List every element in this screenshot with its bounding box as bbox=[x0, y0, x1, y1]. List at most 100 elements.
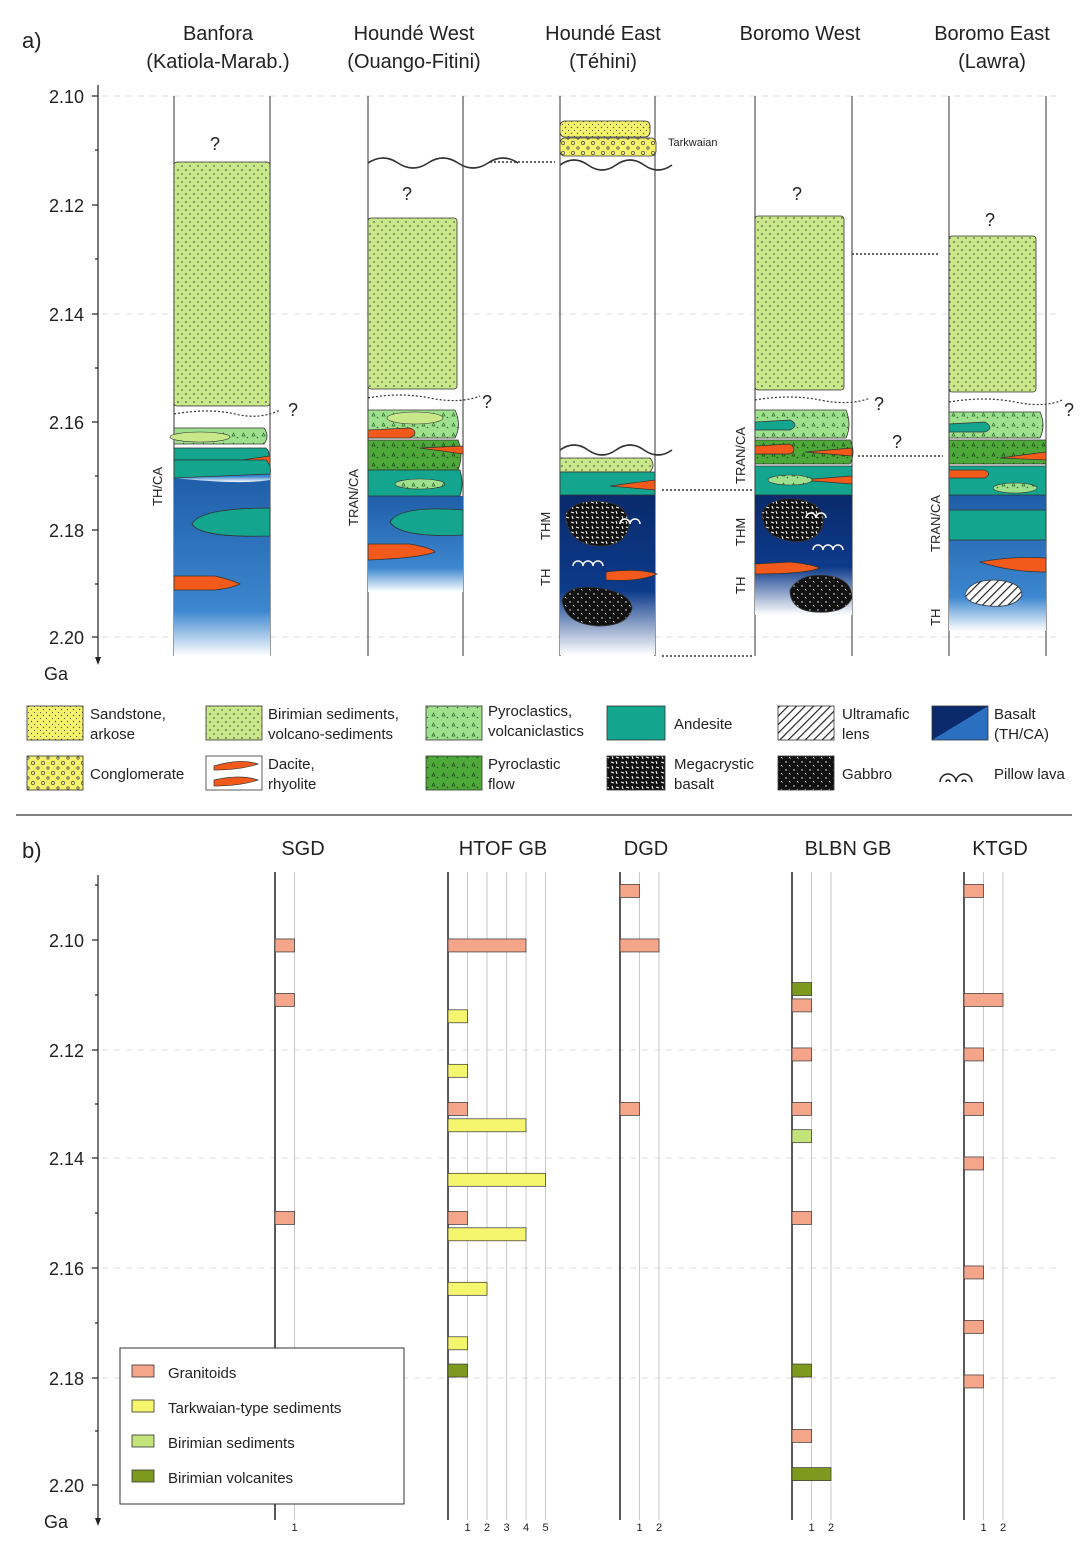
panel-a-column-titles: Banfora (Katiola-Marab.) Houndé West (Ou… bbox=[146, 23, 1050, 73]
boromo-east-question-mark-top: ? bbox=[985, 210, 995, 230]
legend-swatch-pyroclastics bbox=[425, 705, 483, 741]
scale-label: 3 bbox=[503, 1522, 509, 1534]
a-tick-2.12: 2.12 bbox=[49, 196, 84, 216]
bar-tarkwaian bbox=[447, 1172, 546, 1187]
bar-granitoids bbox=[963, 993, 1004, 1007]
legend-swatch-dacite bbox=[205, 755, 263, 791]
bar-granitoids bbox=[791, 1429, 812, 1443]
scale-label: 2 bbox=[484, 1522, 490, 1534]
legend-swatch-ultramafic bbox=[777, 705, 835, 741]
legend-swatch-birimian-volc bbox=[131, 1469, 155, 1483]
b-tick-2.14: 2.14 bbox=[49, 1149, 84, 1169]
col-sub-boromo-east: (Lawra) bbox=[958, 51, 1026, 73]
panel-b: b) 2.10 2.12 2.14 2.16 2.18 2.20 bbox=[22, 838, 1060, 1534]
scale-label: 1 bbox=[291, 1522, 297, 1534]
panel-a-y-axis: 2.10 2.12 2.14 2.16 2.18 2.20 Ga bbox=[44, 85, 101, 684]
legend-granitoids: Granitoids bbox=[168, 1365, 236, 1382]
bar-tarkwaian bbox=[447, 1281, 488, 1296]
panel-a: a) 2.10 2.12 2.14 2.16 2.18 2.20 bbox=[22, 23, 1074, 793]
legend-basalt-line2: (TH/CA) bbox=[994, 726, 1049, 743]
bar-birimian-volc bbox=[791, 1467, 832, 1481]
bar-granitoids bbox=[791, 1047, 812, 1062]
hounde-west-question-mark-top: ? bbox=[402, 184, 412, 204]
legend-gabbro: Gabbro bbox=[842, 766, 892, 783]
hounde-east-label-th: TH bbox=[538, 569, 553, 586]
bar-tarkwaian bbox=[447, 1227, 527, 1242]
bar-granitoids bbox=[619, 938, 660, 953]
column-hounde-east: Tarkwaian THM TH bbox=[538, 96, 752, 657]
legend-swatch-andesite bbox=[606, 705, 666, 741]
legend-swatch-basalt bbox=[931, 705, 989, 741]
tarkwaian-conglomerate bbox=[559, 137, 657, 157]
boromo-west-label-tranca: TRAN/CA bbox=[733, 427, 748, 484]
bar-birimian-sed bbox=[791, 1129, 812, 1144]
panel-a-legend: Sandstone, arkose Birimian sediments, vo… bbox=[26, 703, 1066, 793]
scale-label: 1 bbox=[808, 1522, 814, 1534]
legend-tarkwaian: Tarkwaian-type sediments bbox=[168, 1400, 341, 1417]
col-title-hounde-west: Houndé West bbox=[354, 23, 475, 45]
b-tick-2.18: 2.18 bbox=[49, 1369, 84, 1389]
scale-label: 5 bbox=[542, 1522, 548, 1534]
scale-label: 2 bbox=[1000, 1522, 1006, 1534]
legend-dacite-line1: Dacite, bbox=[268, 756, 315, 773]
a-tick-2.18: 2.18 bbox=[49, 521, 84, 541]
scale-label: 1 bbox=[464, 1522, 470, 1534]
b-tick-2.10: 2.10 bbox=[49, 931, 84, 951]
boromo-west-question-mark-correlation: ? bbox=[892, 432, 902, 452]
scale-label: 1 bbox=[980, 1522, 986, 1534]
tarkwaian-sandstone bbox=[559, 120, 651, 138]
legend-pyroclastics-line1: Pyroclastics, bbox=[488, 703, 572, 720]
bar-granitoids bbox=[274, 938, 295, 953]
col-sub-hounde-west: (Ouango-Fitini) bbox=[347, 51, 480, 73]
banfora-question-mark-top: ? bbox=[210, 134, 220, 154]
legend-sandstone-line1: Sandstone, bbox=[90, 706, 166, 723]
column-boromo-east: ? ? TRAN/CA TH bbox=[928, 96, 1074, 656]
bar-granitoids bbox=[274, 1211, 295, 1225]
legend-basalt-line1: Basalt bbox=[994, 706, 1037, 723]
col-title-boromo-east: Boromo East bbox=[934, 23, 1050, 45]
legend-dacite-line2: rhyolite bbox=[268, 776, 316, 793]
legend-swatch-megacrystic bbox=[606, 755, 666, 791]
col-title-sgd: SGD bbox=[281, 838, 324, 860]
col-title-boromo-west: Boromo West bbox=[740, 23, 861, 45]
legend-swatch-conglomerate bbox=[26, 755, 84, 791]
scale-label: 2 bbox=[656, 1522, 662, 1534]
col-title-ktgd: KTGD bbox=[972, 838, 1028, 860]
bar-granitoids bbox=[619, 884, 640, 898]
col-sub-hounde-east: (Téhini) bbox=[569, 51, 637, 73]
column-ktgd: KTGD 1 2 bbox=[963, 838, 1028, 1534]
bar-granitoids bbox=[791, 1211, 812, 1225]
boromo-west-label-thm: THM bbox=[733, 518, 748, 546]
boromo-east-question-mark-unconformity: ? bbox=[1064, 400, 1074, 420]
bar-granitoids bbox=[963, 1374, 984, 1389]
panel-b-label: b) bbox=[22, 838, 42, 863]
legend-pyro-flow-line1: Pyroclastic bbox=[488, 756, 561, 773]
bar-tarkwaian bbox=[447, 1009, 468, 1024]
bar-granitoids bbox=[619, 1102, 640, 1116]
legend-swatch-birimian-sed bbox=[131, 1434, 155, 1448]
bar-tarkwaian bbox=[447, 1336, 468, 1351]
legend-pyroclastics-line2: volcaniclastics bbox=[488, 723, 584, 740]
panel-b-legend: Granitoids Tarkwaian-type sediments Biri… bbox=[119, 1347, 405, 1505]
boromo-east-label-th: TH bbox=[928, 609, 943, 626]
scale-label: 1 bbox=[636, 1522, 642, 1534]
scale-label: 2 bbox=[828, 1522, 834, 1534]
legend-swatch-tarkwaian bbox=[131, 1399, 155, 1413]
banfora-birimian-sediments bbox=[173, 161, 271, 407]
bar-granitoids bbox=[447, 938, 527, 953]
legend-swatch-sandstone bbox=[26, 705, 84, 741]
panel-a-label: a) bbox=[22, 28, 42, 53]
column-boromo-west: ? ? ? TRAN/CA THM TH bbox=[733, 96, 943, 656]
boromo-west-label-th: TH bbox=[733, 577, 748, 594]
hounde-west-label-tranca: TRAN/CA bbox=[346, 469, 361, 526]
bar-birimian-volc bbox=[791, 982, 812, 996]
legend-birimian-volcanites: Birimian volcanites bbox=[168, 1470, 293, 1487]
legend-conglomerate: Conglomerate bbox=[90, 766, 184, 783]
bar-granitoids bbox=[791, 1102, 812, 1116]
b-tick-2.16: 2.16 bbox=[49, 1259, 84, 1279]
